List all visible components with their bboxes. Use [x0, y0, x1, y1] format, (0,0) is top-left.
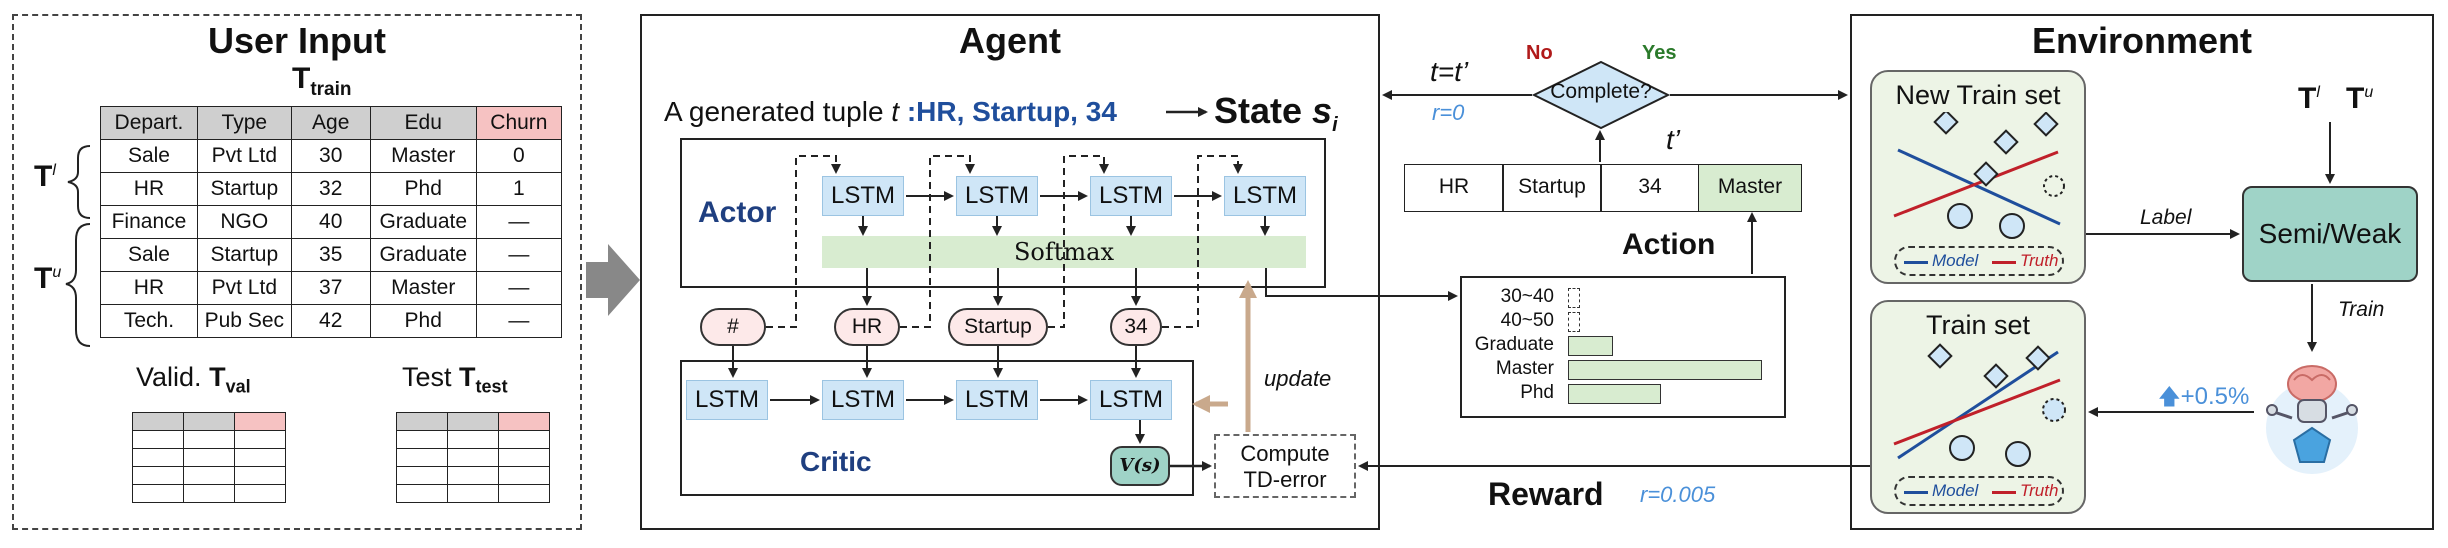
legend-truth: Truth: [2020, 481, 2059, 500]
env-labeled-set: Tl: [2298, 82, 2320, 115]
action-label: Action: [1622, 228, 1716, 261]
label-arrow-text: Label: [2140, 206, 2192, 229]
agent-panel: [640, 14, 1380, 530]
critic-lstm-cell: LSTM: [956, 380, 1038, 420]
generated-tuple-line: A generated tuple t :HR, Startup, 34: [664, 96, 1117, 127]
actor-lstm-cell: LSTM: [1224, 176, 1306, 216]
column-header: Depart.: [100, 106, 198, 140]
state-label: State si: [1214, 90, 1338, 137]
agent-title: Agent: [959, 20, 1061, 61]
generated-tuple-row: HR Startup 34 Master: [1404, 164, 1802, 212]
train-legend: Model Truth: [1894, 476, 2064, 506]
user-input-title: User Input: [207, 20, 386, 61]
zero-reward-label: r=0: [1432, 100, 1465, 125]
env-unlabeled-set: Tu: [2346, 82, 2374, 115]
improvement-label: 🡅+0.5%: [2158, 383, 2250, 410]
reward-value: r=0.005: [1640, 482, 1716, 507]
column-header: Edu: [369, 106, 477, 140]
column-header: Age: [290, 106, 371, 140]
token-startup: Startup: [948, 308, 1048, 346]
distribution-label: Graduate: [1474, 334, 1554, 355]
validation-table: [132, 412, 286, 503]
reward-label: Reward: [1488, 476, 1604, 512]
legend-model: Model: [1932, 481, 1979, 500]
legend-model: Model: [1932, 251, 1979, 270]
token-34: 34: [1110, 308, 1162, 346]
actor-box: [680, 138, 1326, 288]
train-set-label: Ttrain: [292, 62, 352, 100]
actor-lstm-cell: LSTM: [956, 176, 1038, 216]
value-node: V(s): [1110, 446, 1170, 486]
new-train-legend: Model Truth: [1894, 246, 2064, 276]
distribution-label: 30~40: [1500, 286, 1554, 307]
tuple-cell: Startup: [1502, 164, 1602, 212]
condition-label: t=t’: [1430, 56, 1469, 87]
update-label: update: [1264, 366, 1332, 391]
trained-model-robot-icon: [2266, 365, 2358, 474]
validation-set-label: Valid. Tval: [136, 362, 251, 397]
distribution-label: Master: [1495, 358, 1554, 379]
table-header-row: Depart. Type Age Edu Churn: [100, 106, 563, 140]
critic-box: [680, 360, 1194, 496]
new-train-scatter: [1893, 112, 2065, 239]
train-arrow-text: Train: [2338, 298, 2385, 321]
critic-lstm-cell: LSTM: [686, 380, 768, 420]
critic-lstm-cell: LSTM: [822, 380, 904, 420]
distribution-bar: [1568, 288, 1580, 308]
critic-label: Critic: [800, 446, 872, 477]
complete-label: Complete?: [1550, 80, 1652, 103]
environment-title: Environment: [2031, 20, 2253, 61]
table-brackets: [65, 145, 91, 347]
new-train-set-title: New Train set: [1895, 80, 2061, 110]
distribution-bar: [1568, 360, 1762, 380]
distribution-label: Phd: [1520, 382, 1554, 403]
train-set-title: Train set: [1925, 310, 2031, 340]
column-header: Churn: [475, 106, 563, 140]
no-label: No: [1526, 42, 1553, 64]
complete-decision-diamond: [1532, 60, 1670, 130]
user-input-panel: [12, 14, 582, 530]
distribution-label: 40~50: [1500, 310, 1554, 331]
input-to-agent-arrow: [586, 244, 640, 316]
legend-truth: Truth: [2020, 251, 2059, 270]
critic-lstm-cell: LSTM: [1090, 380, 1172, 420]
distribution-bar: [1568, 336, 1613, 356]
unlabeled-set-label: Tu: [34, 262, 62, 295]
yes-label: Yes: [1642, 42, 1677, 64]
labeled-set-label: Tl: [34, 160, 56, 193]
token-hr: HR: [834, 308, 900, 346]
distribution-bar: [1568, 384, 1661, 404]
actor-label: Actor: [698, 196, 777, 229]
train-scatter: [1893, 343, 2066, 467]
semi-weak-box: Semi/Weak: [2242, 186, 2418, 282]
action-distribution-box: [1460, 276, 1786, 418]
distribution-bars: [1568, 284, 1778, 408]
actor-lstm-cell: LSTM: [822, 176, 904, 216]
test-set-label: Test Ttest: [402, 362, 508, 397]
test-table: [396, 412, 550, 503]
tuple-cell: Master: [1698, 164, 1802, 212]
t-prime-label: t’: [1666, 124, 1680, 155]
column-header: Type: [196, 106, 292, 140]
environment-panel: [1850, 14, 2434, 530]
actor-lstm-cell: LSTM: [1090, 176, 1172, 216]
distribution-bar: [1568, 312, 1580, 332]
tuple-cell: HR: [1404, 164, 1504, 212]
token-start: #: [700, 308, 766, 346]
